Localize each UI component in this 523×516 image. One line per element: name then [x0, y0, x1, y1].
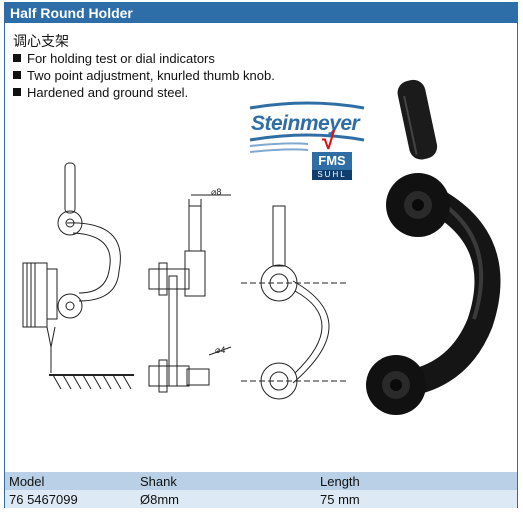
- cell-model: 76 5467099: [9, 492, 78, 507]
- table-row: 76 5467099 Ø8mm 75 mm: [5, 490, 517, 508]
- chinese-name: 调心支架: [13, 33, 69, 49]
- dimension-hole: ⌀4: [215, 345, 226, 355]
- dimension-shank: ⌀8: [211, 187, 222, 197]
- product-card: Half Round Holder 调心支架 For holding test …: [4, 2, 518, 508]
- table-header: Model Shank Length: [5, 472, 517, 490]
- feature-item: For holding test or dial indicators: [13, 51, 215, 66]
- drawing-front-view: [241, 205, 349, 400]
- cell-length: 75 mm: [320, 492, 360, 507]
- page-title: Half Round Holder: [10, 5, 133, 21]
- logo-swoosh-icon: [249, 101, 365, 153]
- feature-item: Two point adjustment, knurled thumb knob…: [13, 68, 275, 83]
- bullet-square-icon: [13, 54, 21, 62]
- drawing-side-view: [148, 194, 232, 393]
- brand-region: SUHL: [312, 170, 352, 180]
- column-header-shank: Shank: [140, 474, 177, 489]
- bullet-square-icon: [13, 88, 21, 96]
- product-photo: [366, 79, 501, 415]
- brand-sub: FMS: [312, 152, 352, 170]
- column-header-length: Length: [320, 474, 360, 489]
- checkmark-icon: √: [322, 128, 336, 155]
- bullet-square-icon: [13, 71, 21, 79]
- title-bar: Half Round Holder: [5, 3, 517, 23]
- column-header-model: Model: [9, 474, 45, 489]
- cell-shank: Ø8mm: [140, 492, 179, 507]
- feature-item: Hardened and ground steel.: [13, 85, 188, 100]
- brand-name: Steinmeyer: [251, 112, 360, 135]
- drawing-assembled: [22, 162, 134, 390]
- technical-drawing: [22, 162, 349, 400]
- steinmeyer-logo: Steinmeyer √ FMS SUHL: [248, 100, 366, 186]
